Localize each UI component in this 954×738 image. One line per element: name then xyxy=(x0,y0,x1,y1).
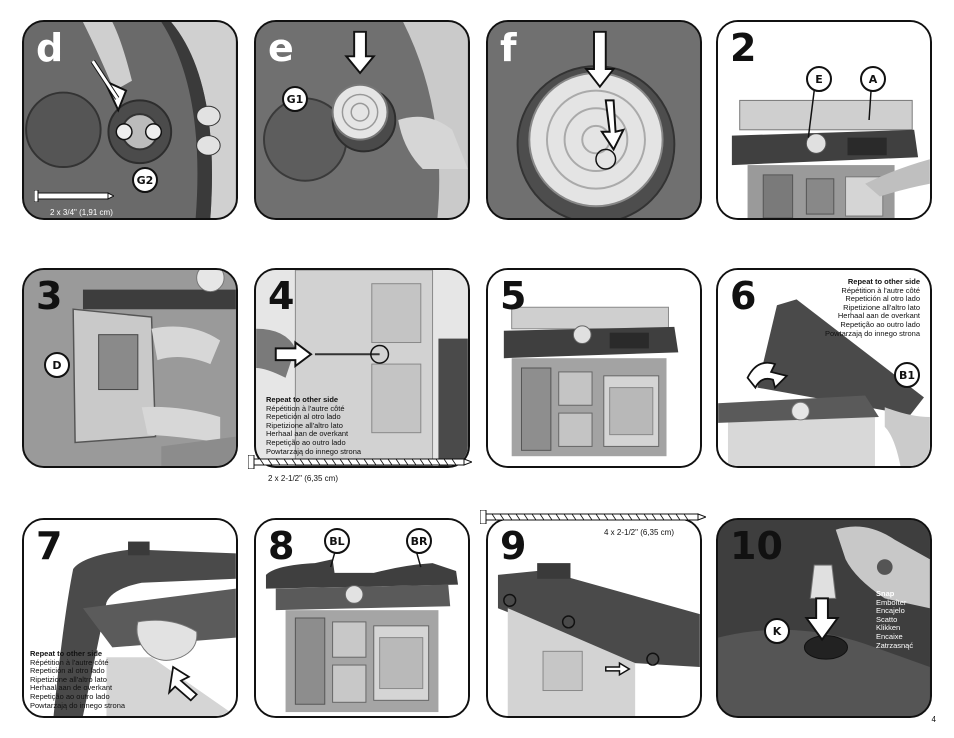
panel-step-f: f xyxy=(486,20,702,220)
panel-step-9: 9 xyxy=(486,518,702,718)
panel-step-6: 6 Repeat to other side Répétition à l'au… xyxy=(716,268,932,468)
repeat-line: Répétition à l'autre côté xyxy=(266,403,345,413)
step-number: 6 xyxy=(730,274,757,318)
repeat-line: Repetición al otro lado xyxy=(266,412,341,422)
repeat-line: Herhaal aan de overkant xyxy=(30,683,113,693)
step-5-illustration xyxy=(488,270,700,466)
step-f-illustration xyxy=(488,22,700,218)
repeat-line: Powtarzają do innego strona xyxy=(30,700,126,710)
step-number: 3 xyxy=(36,274,63,318)
step-number: e xyxy=(268,26,294,70)
screw-icon xyxy=(248,455,472,469)
panel-step-2: 2 E A xyxy=(716,20,932,220)
repeat-line: Ripetizione all'altro lato xyxy=(266,420,343,430)
repeat-line: Repetição ao outro lado xyxy=(266,437,346,447)
screw-size-label: 4 x 2-1/2" (6,35 cm) xyxy=(604,528,674,537)
repeat-line: Repetición al otro lado xyxy=(30,666,105,676)
screw-size-label: 2 x 2-1/2" (6,35 cm) xyxy=(268,474,338,483)
callout-b1: B1 xyxy=(894,362,920,388)
callout-g2: G2 xyxy=(132,167,158,193)
step-9-illustration xyxy=(488,520,700,716)
repeat-caption: Repeat to other side Répétition à l'autr… xyxy=(824,277,920,338)
repeat-line: Herhaal aan de overkant xyxy=(266,429,349,439)
step-4-illustration xyxy=(256,270,468,466)
repeat-caption: Repeat to other side Répétition à l'autr… xyxy=(266,395,362,456)
screw-icon xyxy=(480,510,706,524)
step-2-illustration xyxy=(718,22,930,218)
panel-step-e: e G1 xyxy=(254,20,470,220)
repeat-line: Herhaal aan de overkant xyxy=(837,311,920,321)
repeat-line: Powtarzają do innego strona xyxy=(824,328,920,338)
step-8-illustration xyxy=(256,520,468,716)
repeat-line: Repetição ao outro lado xyxy=(30,691,110,701)
snap-line: Encaixe xyxy=(876,631,903,641)
panel-step-3: 3 D xyxy=(22,268,238,468)
step-number: 5 xyxy=(500,274,527,318)
panel-step-7: 7 Repeat to other side Répétition à l'au… xyxy=(22,518,238,718)
repeat-caption: Repeat to other side Répétition à l'autr… xyxy=(30,649,126,710)
step-number: 9 xyxy=(500,524,527,568)
callout-bl: BL xyxy=(324,528,350,554)
screw-size-label: 2 x 3/4" (1,91 cm) xyxy=(50,208,113,217)
snap-line: Klikken xyxy=(876,623,901,633)
panel-step-d: d G2 2 x 3/4" (1,91 cm) xyxy=(22,20,238,220)
callout-a: A xyxy=(860,66,886,92)
step-e-illustration xyxy=(256,22,468,218)
repeat-line: Repetição ao outro lado xyxy=(840,319,920,329)
step-number: 10 xyxy=(730,524,783,568)
repeat-line: Répétition à l'autre côté xyxy=(841,285,920,295)
snap-line: Scatto xyxy=(876,614,898,624)
step-number: d xyxy=(36,26,64,70)
step-number: 7 xyxy=(36,524,63,568)
repeat-line: Ripetizione all'altro lato xyxy=(843,302,920,312)
callout-k: K xyxy=(764,618,790,644)
repeat-heading: Repeat to other side xyxy=(847,277,920,286)
repeat-line: Powtarzają do innego strona xyxy=(266,446,362,456)
repeat-line: Repetición al otro lado xyxy=(845,294,920,304)
step-number: 2 xyxy=(730,26,757,70)
repeat-heading: Repeat to other side xyxy=(30,649,103,658)
panel-step-4: 4 Repeat to other side Répétition à l'au… xyxy=(254,268,470,468)
snap-heading: Snap xyxy=(876,589,895,598)
step-number: 8 xyxy=(268,524,295,568)
page-number: 4 xyxy=(931,715,936,724)
callout-e: E xyxy=(806,66,832,92)
step-10-illustration xyxy=(718,520,930,716)
step-d-illustration xyxy=(24,22,236,218)
snap-line: Zatrzasnąć xyxy=(876,640,914,650)
snap-caption: Snap Emboîter Encajelo Scatto Klikken En… xyxy=(876,589,914,650)
step-7-illustration xyxy=(24,520,236,716)
repeat-line: Répétition à l'autre côté xyxy=(30,657,109,667)
callout-d: D xyxy=(44,352,70,378)
panel-step-5: 5 xyxy=(486,268,702,468)
callout-br: BR xyxy=(406,528,432,554)
step-6-illustration xyxy=(718,270,930,466)
panel-step-8: 8 BL BR xyxy=(254,518,470,718)
panel-step-10: 10 K Snap Emboîter Encajelo Scatto Klikk… xyxy=(716,518,932,718)
snap-line: Encajelo xyxy=(876,606,905,616)
screw-icon xyxy=(34,190,114,202)
step-number: f xyxy=(500,26,517,70)
step-number: 4 xyxy=(268,274,295,318)
snap-line: Emboîter xyxy=(876,597,907,607)
repeat-heading: Repeat to other side xyxy=(266,395,339,404)
callout-g1: G1 xyxy=(282,86,308,112)
repeat-line: Ripetizione all'altro lato xyxy=(30,674,107,684)
